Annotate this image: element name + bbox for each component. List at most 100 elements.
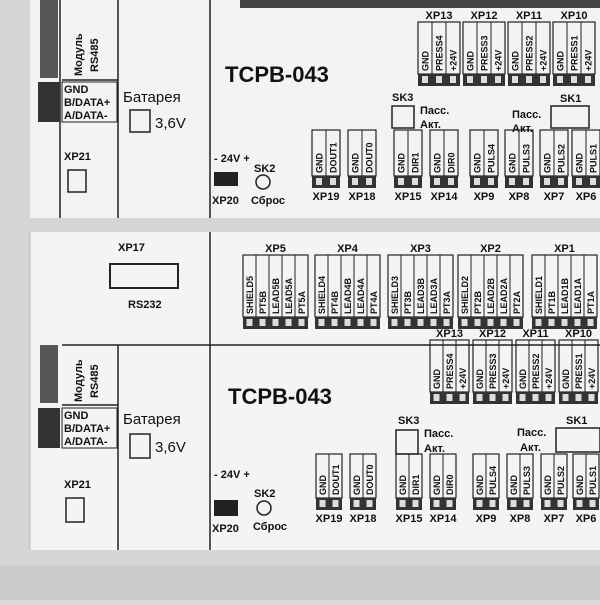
terminal-hole xyxy=(510,500,517,507)
terminal-hole xyxy=(474,319,481,326)
top-edge-terminals xyxy=(240,0,600,8)
pin-label: GND xyxy=(575,153,585,174)
pin-label: GND xyxy=(575,475,585,496)
terminal-hole xyxy=(489,500,496,507)
terminal-hole xyxy=(246,319,253,326)
connector-name: XP8 xyxy=(510,513,531,525)
pin-label: DIR0 xyxy=(445,474,455,495)
pin-label: PRESS2 xyxy=(525,35,535,71)
pin-label: GND xyxy=(421,51,431,72)
pin-label: +24V xyxy=(539,50,549,71)
connector-name: XP7 xyxy=(544,191,565,203)
terminal-hole xyxy=(535,319,542,326)
terminal-hole xyxy=(512,76,518,83)
terminal-hole xyxy=(523,178,529,185)
pin-label: GND xyxy=(556,51,566,72)
bottom-reset-button-icon xyxy=(256,500,272,516)
connector-name: XP1 xyxy=(554,243,575,255)
terminal-hole xyxy=(352,178,358,185)
pin-label: PRESS1 xyxy=(570,35,580,71)
terminal-hole xyxy=(476,394,483,401)
connector-name: XP6 xyxy=(576,513,597,525)
terminal-hole xyxy=(353,500,360,507)
connector-name: XP15 xyxy=(396,513,423,525)
terminal-hole xyxy=(540,76,546,83)
terminal-hole xyxy=(467,76,473,83)
pin-label: GND xyxy=(509,475,519,496)
terminal-hole xyxy=(476,500,483,507)
top-xp20: XP20 xyxy=(212,195,239,207)
pin-label: +24V xyxy=(587,368,597,389)
terminal-hole xyxy=(366,500,373,507)
top-sk3-switch xyxy=(391,105,415,129)
pin-label: GND xyxy=(475,369,485,390)
pin-label: PT4A xyxy=(369,290,379,314)
bottom-sk1-act: Акт. xyxy=(520,442,541,454)
pin-label: PT1B xyxy=(547,290,557,314)
terminal-hole xyxy=(422,76,428,83)
pin-label: GND xyxy=(473,153,483,174)
pin-label: PRESS3 xyxy=(480,35,490,71)
pin-label: GND xyxy=(397,153,407,174)
connector-name: XP15 xyxy=(395,191,422,203)
pin-label: GND xyxy=(543,153,553,174)
pin-label: LEAD1B xyxy=(560,277,570,314)
bottom-wire-adata: A/DATA- xyxy=(64,436,108,448)
top-wire-adata: A/DATA- xyxy=(64,110,108,122)
top-rs485-terminal xyxy=(38,82,60,122)
pin-label: SHIELD4 xyxy=(317,276,327,314)
top-battery-voltage: 3,6V xyxy=(155,115,186,132)
terminal-hole xyxy=(443,319,450,326)
pin-label: +24V xyxy=(458,368,468,389)
connector-name: XP14 xyxy=(430,513,458,525)
terminal-hole xyxy=(461,319,468,326)
terminal-hole xyxy=(404,319,411,326)
pin-label: DIR0 xyxy=(447,152,457,173)
pin-label: PULS1 xyxy=(589,144,599,173)
bottom-battery-connector xyxy=(129,433,151,459)
pin-label: PT2A xyxy=(512,290,522,314)
connector-name: XP7 xyxy=(544,513,565,525)
terminal-hole xyxy=(557,500,564,507)
pin-label: GND xyxy=(561,369,571,390)
connector-name: XP12 xyxy=(471,10,498,22)
bottom-label: XP17 RS232 Модуль RS485 GND B/DATA+ A/DA… xyxy=(29,232,600,550)
connector-name: XP18 xyxy=(350,513,377,525)
bottom-power-terminal xyxy=(214,500,238,516)
pin-label: PT3B xyxy=(403,290,413,314)
pin-label: GND xyxy=(432,475,442,496)
terminal-hole xyxy=(500,319,507,326)
pin-label: LEAD2B xyxy=(486,277,496,314)
top-wire-bdata: B/DATA+ xyxy=(64,97,110,109)
connector-name: XP19 xyxy=(316,513,343,525)
pin-label: +24V xyxy=(494,50,504,71)
connector-name: XP18 xyxy=(349,191,376,203)
terminal-hole xyxy=(562,394,569,401)
pin-label: PULS2 xyxy=(556,466,566,495)
terminal-hole xyxy=(433,394,440,401)
top-wire-box xyxy=(61,81,118,123)
terminal-hole xyxy=(412,500,419,507)
bottom-wire-gnd: GND xyxy=(64,410,89,422)
terminal-hole xyxy=(436,76,442,83)
terminal-hole xyxy=(318,319,325,326)
pin-label: LEAD3A xyxy=(429,277,439,314)
bottom-xp21: XP21 xyxy=(64,479,91,491)
terminal-hole xyxy=(433,500,440,507)
pin-label: GND xyxy=(351,153,361,174)
top-module-line1: Модуль xyxy=(73,33,85,76)
pin-label: GND xyxy=(508,153,518,174)
terminal-hole xyxy=(590,178,596,185)
pin-label: PT3A xyxy=(442,290,452,314)
terminal-hole xyxy=(558,178,564,185)
top-sk1-switch xyxy=(550,105,590,129)
connector-name: XP6 xyxy=(576,191,597,203)
